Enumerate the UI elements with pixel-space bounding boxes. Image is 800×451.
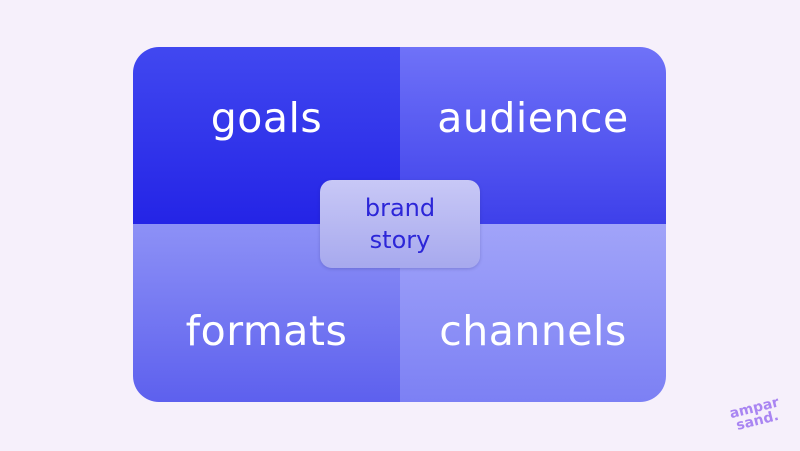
brand-story-line1: brand — [364, 194, 436, 222]
quadrant-formats-label: formats — [185, 307, 348, 355]
brand-story-box: brand story — [320, 180, 480, 268]
brand-story-line2: story — [369, 226, 431, 254]
brand-logo: ampar sand. — [725, 394, 790, 442]
quadrant-audience-label: audience — [437, 94, 629, 142]
quadrant-goals: goals — [133, 47, 400, 224]
quadrant-goals-label: goals — [210, 94, 323, 142]
quadrant-channels-label: channels — [439, 307, 627, 355]
quadrant-formats: formats — [133, 224, 400, 402]
